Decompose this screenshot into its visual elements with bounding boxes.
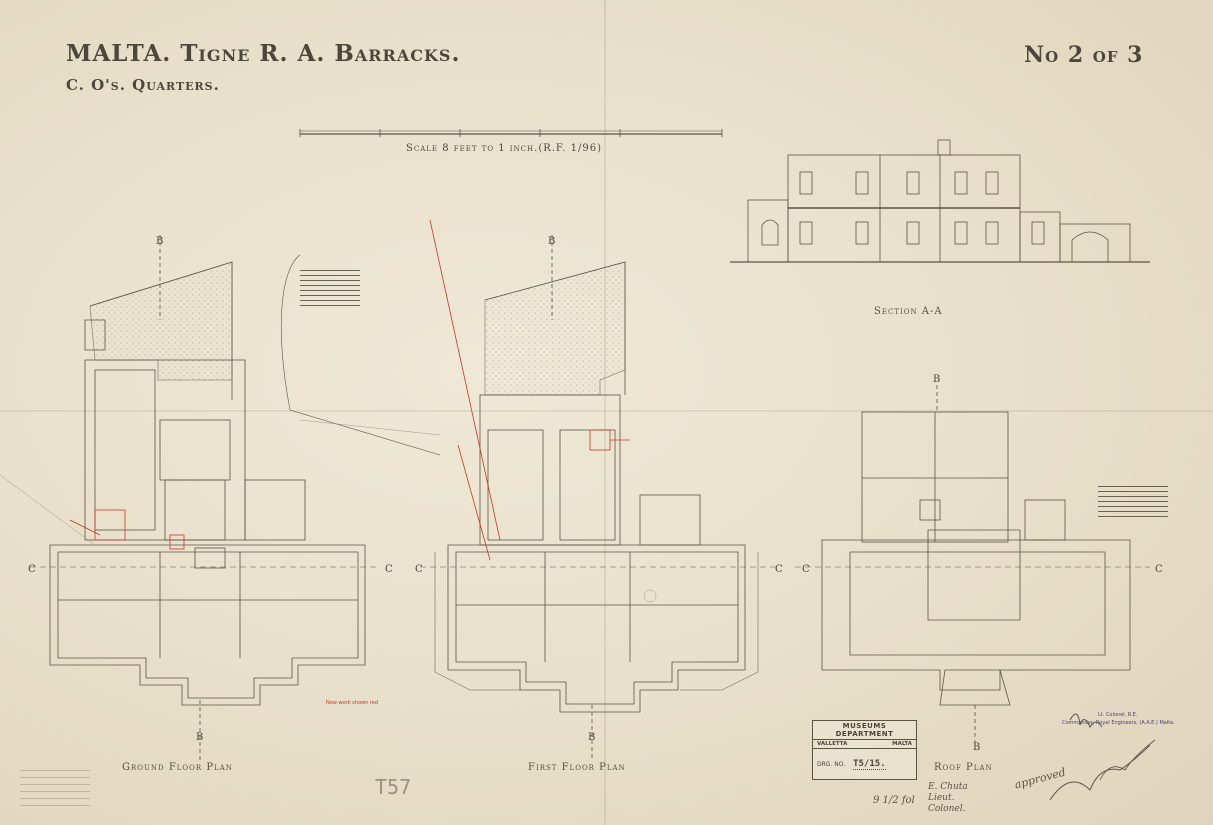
signature-left: E. Chuta Lieut. Colonel. [928,782,968,814]
marker-c-roof-right: C [1155,564,1163,575]
ground-floor-plan [30,235,441,760]
marker-c-ground-right: C [385,564,393,575]
drawing-title: MALTA. Tigne R. A. Barracks. [66,40,461,67]
marker-b-ground-top: B [156,236,163,247]
section-elevation [730,139,1150,263]
museum-stamp: MUSEUMS DEPARTMENT VALLETTA MALTA DRG. N… [812,720,917,780]
marker-b-first-top: B [548,236,555,247]
marker-c-first-right: C [775,564,783,575]
pencil-annotations [20,770,90,810]
roof-notes-block [1098,486,1168,518]
vertical-fold-line [604,0,606,825]
first-floor-plan-label: First Floor Plan [528,762,626,773]
marker-b-ground-bottom: B [196,732,203,743]
marker-b-first-bottom: B [588,732,595,743]
stamp-drg-label: DRG. NO. [817,761,846,768]
stamp-place-row: VALLETTA MALTA [813,740,916,749]
red-work-first [429,219,630,561]
ground-notes-block [300,270,360,306]
stamp-drg-row: DRG. NO. T5/15. [813,749,916,770]
new-work-red-note: New work shown red [326,700,379,706]
section-aa-label: Section A-A [874,306,943,317]
handwritten-signatures [1049,713,1156,801]
stamp-place-left: VALLETTA [817,741,848,747]
cre-title: Lt. Colonel, R.E. [1098,712,1138,718]
stamp-header: MUSEUMS DEPARTMENT [813,721,916,740]
cre-line: Commander, Royal Engineers, (A.A.E.) Mal… [1062,720,1175,726]
marker-b-roof-bottom: B [973,742,980,753]
roof-plan-label: Roof Plan [934,762,993,773]
sheet-number: No 2 of 3 [1024,42,1144,68]
stamp-drg-number: T5/15. [853,759,886,770]
ground-floor-plan-label: Ground Floor Plan [122,762,233,773]
marker-b-roof-top: B [933,374,940,385]
stamp-place-right: MALTA [892,741,912,747]
first-floor-plan [420,235,780,760]
horizontal-fold-line [0,410,1213,412]
scale-label: Scale 8 feet to 1 inch.(R.F. 1/96) [406,143,603,154]
scale-bar [299,129,723,137]
marker-c-ground-left: C [28,564,36,575]
drawing-subtitle: C. O's. Quarters. [66,76,220,94]
signature-folio: 9 1/2 fol [873,795,915,806]
catalog-mark: T57 [375,775,412,799]
section-markers: B B B B B B C C C C C C [28,236,1163,753]
red-work-ground [69,509,185,550]
marker-c-first-left: C [415,564,423,575]
marker-c-roof-left: C [802,564,810,575]
roof-plan [795,385,1150,750]
